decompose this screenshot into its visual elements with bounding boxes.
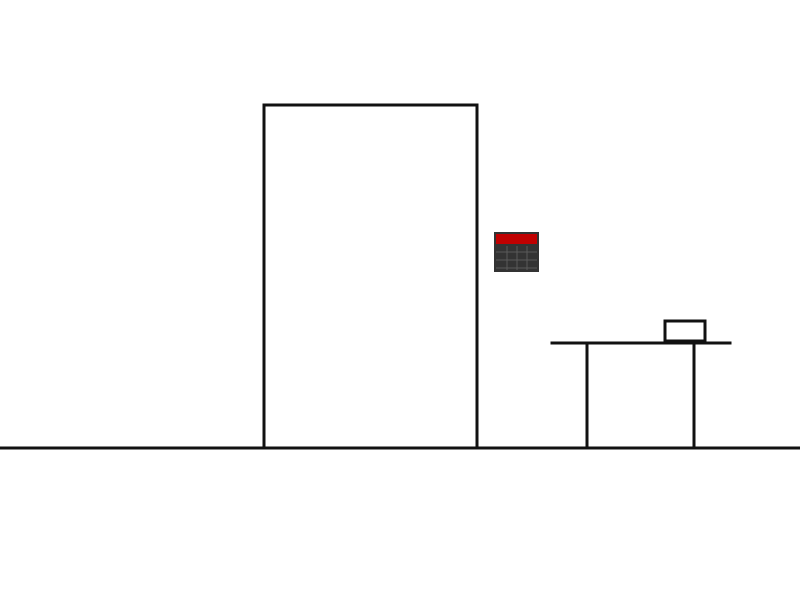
door-frame [262, 103, 479, 450]
keypad-buttons [496, 246, 537, 270]
door[interactable] [262, 103, 479, 450]
keypad-display [496, 234, 537, 244]
wall-keypad[interactable] [494, 232, 539, 272]
box-icon [663, 319, 707, 343]
box-on-table[interactable] [663, 319, 707, 343]
table[interactable] [550, 341, 732, 450]
